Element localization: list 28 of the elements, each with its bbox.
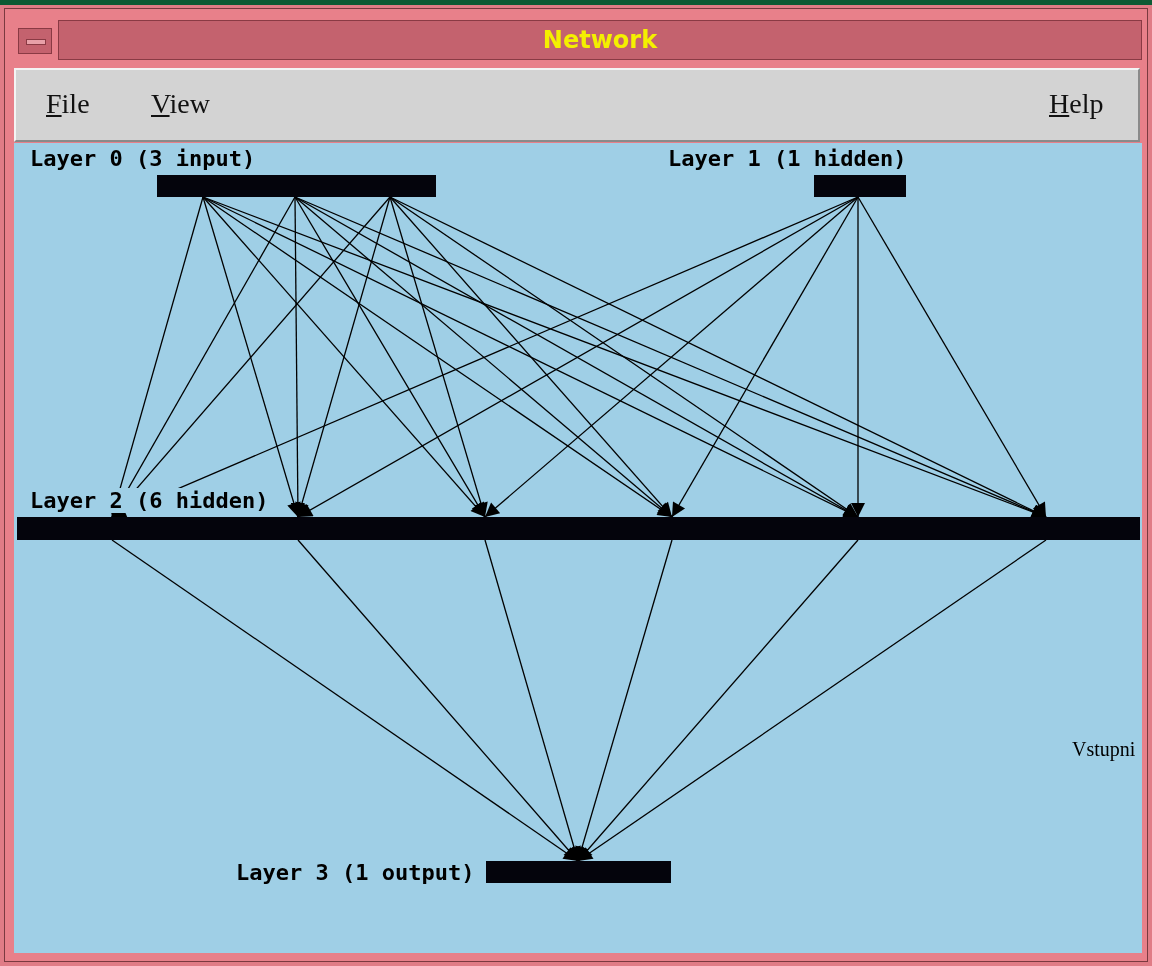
- connection-arrow: [389, 196, 859, 518]
- window-title: Network: [58, 20, 1142, 60]
- connection-arrow: [290, 196, 305, 518]
- connection-arrow: [851, 196, 865, 518]
- connection-arrow: [294, 196, 673, 518]
- connection-arrow: [202, 196, 301, 518]
- connection-arrow: [111, 539, 579, 862]
- menu-item: Help: [1049, 88, 1104, 120]
- connection-arrow: [111, 196, 296, 518]
- text-fragment: Vstupni: [1072, 738, 1136, 761]
- connection-arrow: [109, 196, 204, 518]
- connection-arrow: [857, 196, 1047, 518]
- connection-arrow: [575, 539, 673, 862]
- menu-item: View: [151, 88, 210, 120]
- connection-arrow: [577, 539, 1047, 862]
- connection-arrow: [111, 196, 391, 518]
- connection-arrow: [297, 539, 579, 862]
- connection-arrow: [577, 539, 859, 862]
- connection-arrow: [484, 196, 859, 518]
- connection-arrow: [202, 196, 486, 518]
- connection-arrow: [295, 196, 391, 518]
- connection-arrow: [671, 196, 859, 518]
- connection-arrow: [389, 196, 673, 518]
- connection-arrow: [484, 539, 581, 862]
- connection-arrow: [294, 196, 486, 518]
- menu-item: File: [46, 88, 90, 120]
- connection-arrow: [202, 196, 673, 518]
- connection-arrow: [389, 196, 488, 518]
